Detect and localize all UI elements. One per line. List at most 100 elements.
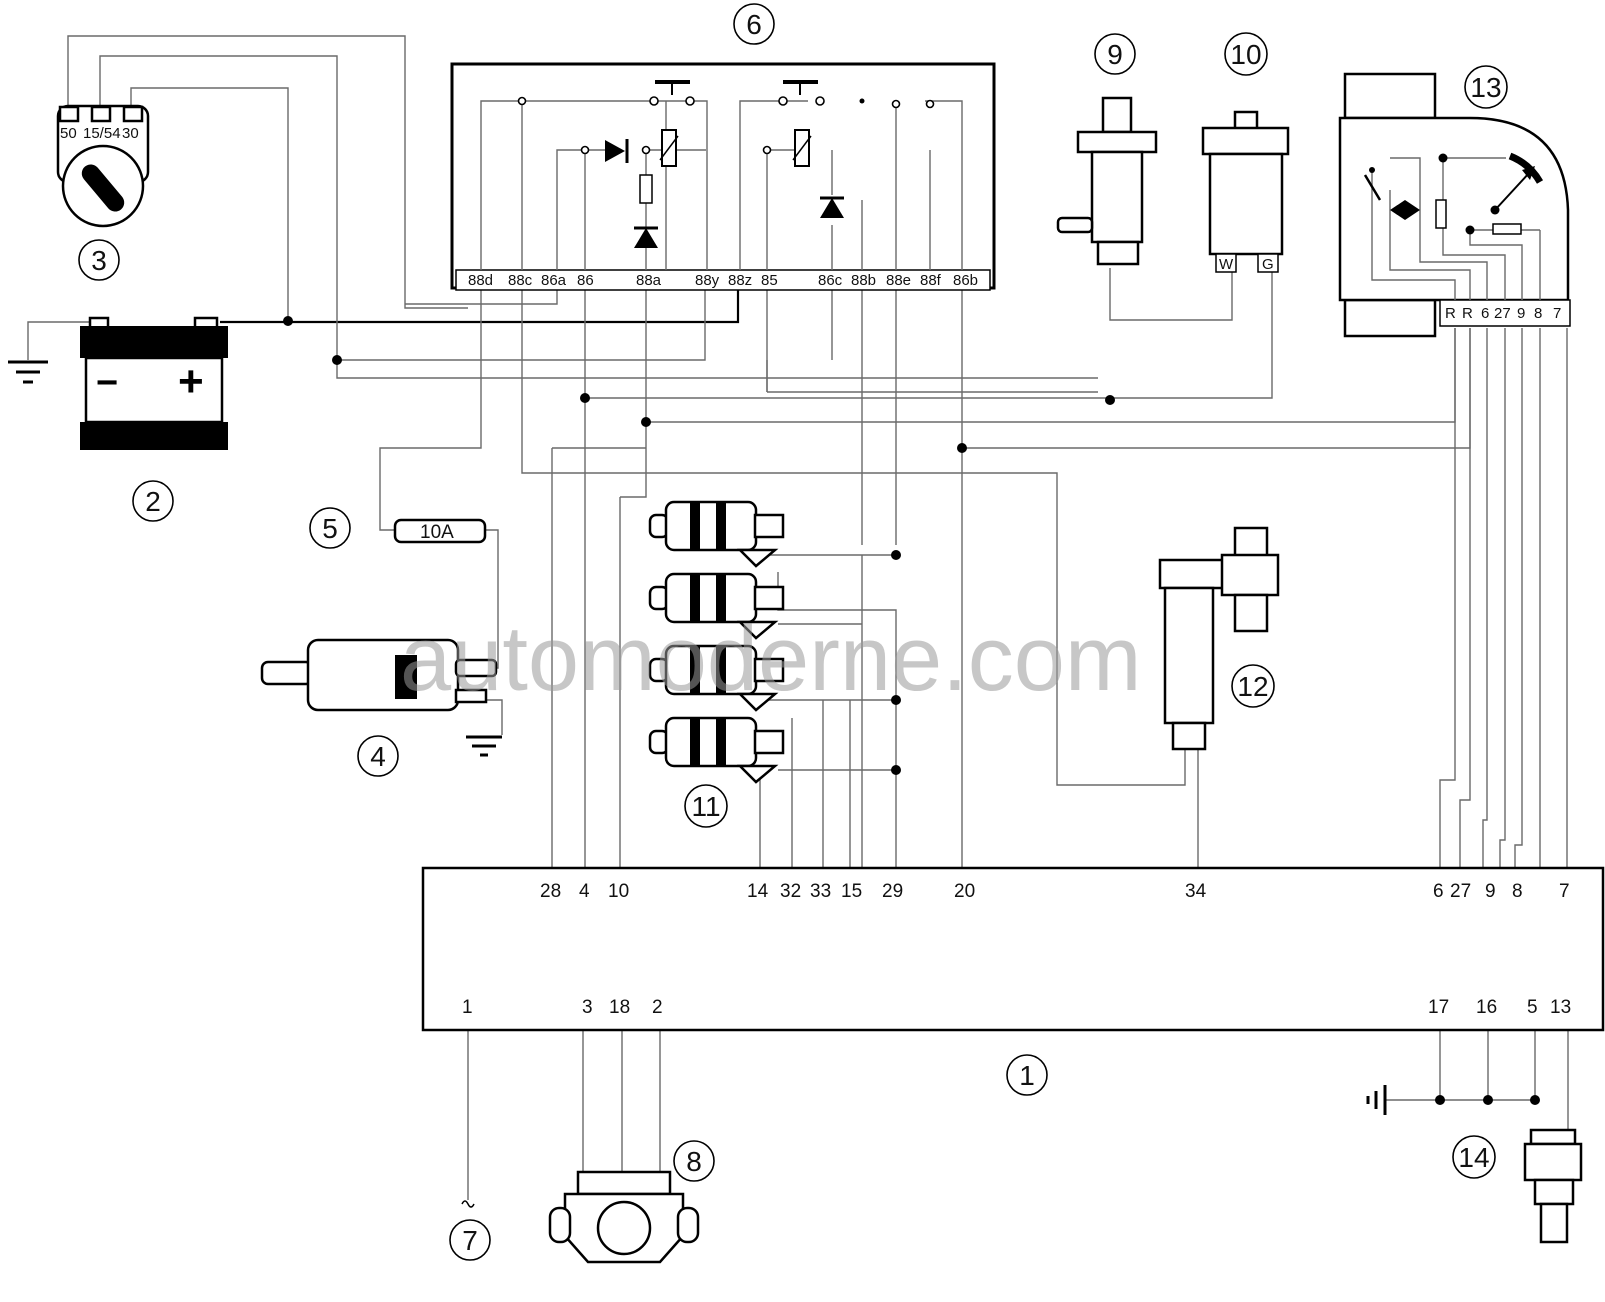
svg-text:5: 5 [322, 513, 338, 544]
callout-2: 2 [132, 480, 174, 522]
battery-plus: + [178, 357, 204, 406]
ecu-pin-29: 29 [882, 881, 903, 902]
ecu-pin-20: 20 [954, 881, 975, 902]
callouts: 1 2 3 4 5 6 7 8 9 10 11 12 13 14 [78, 3, 1508, 1261]
ecu-pin-10: 10 [608, 881, 629, 902]
callout-7: 7 [449, 1219, 491, 1261]
actuator-12 [1158, 526, 1280, 751]
ecu-pin-33: 33 [810, 881, 831, 902]
wires [27, 35, 1569, 1200]
coil-pin-w: W [1219, 256, 1234, 273]
injector-1 [648, 500, 785, 568]
ecu-pin-9: 9 [1485, 881, 1496, 902]
ecu-pin-32: 32 [780, 881, 801, 902]
relay-pin-88z: 88z [728, 272, 752, 289]
meter-pin-27: 27 [1494, 305, 1511, 322]
ecu-pin-3: 3 [582, 997, 593, 1018]
relay-pin-88d: 88d [468, 272, 493, 289]
callout-9: 9 [1094, 33, 1136, 75]
svg-text:4: 4 [370, 741, 386, 772]
callout-5: 5 [309, 507, 351, 549]
callout-8: 8 [673, 1140, 715, 1182]
ecu-pin-28: 28 [540, 881, 561, 902]
meter-pin-r1: R [1445, 305, 1456, 322]
meter-pin-9: 9 [1517, 305, 1525, 322]
ecu-pin-16: 16 [1476, 997, 1497, 1018]
fuse-rating: 10A [420, 522, 454, 543]
ecu-pin-5: 5 [1527, 997, 1538, 1018]
relay-pin-88e: 88e [886, 272, 911, 289]
air-flow-meter: R R 6 27 9 8 7 [1338, 72, 1571, 338]
svg-text:14: 14 [1458, 1142, 1489, 1173]
svg-text:13: 13 [1470, 72, 1501, 103]
ecu-pin-18: 18 [609, 997, 630, 1018]
meter-pin-8: 8 [1534, 305, 1542, 322]
svg-text:12: 12 [1237, 671, 1268, 702]
throttle-switch [548, 1170, 700, 1264]
ignition-coil: W G [1201, 110, 1290, 273]
relay-pin-86b: 86b [953, 272, 978, 289]
svg-text:1: 1 [1019, 1060, 1035, 1091]
callout-3: 3 [78, 239, 120, 281]
meter-pin-6: 6 [1481, 305, 1489, 322]
ecu-pin-17: 17 [1428, 997, 1449, 1018]
fuse: 10A [393, 518, 487, 544]
connector-7-end [461, 1200, 475, 1208]
ecu-pin-6: 6 [1433, 881, 1444, 902]
ecu-pin-8: 8 [1512, 881, 1523, 902]
relay-pin-86: 86 [577, 272, 594, 289]
relay-box: 88d 88c 86a 86 88a 88y 88z 85 86c 88b 88… [450, 62, 996, 291]
ign-pin-15-54: 15/54 [83, 125, 121, 142]
svg-text:9: 9 [1107, 39, 1123, 70]
callout-6: 6 [733, 3, 775, 45]
ground-symbol-battery [8, 360, 48, 384]
ecu-pin-34: 34 [1185, 881, 1207, 902]
relay-pin-86c: 86c [818, 272, 843, 289]
ecu-pin-4: 4 [579, 881, 590, 902]
injector-2 [648, 572, 785, 640]
ign-pin-30: 30 [122, 125, 139, 142]
ground-symbol-ecu [1366, 1085, 1387, 1115]
injector-3 [648, 644, 785, 712]
injector-4 [648, 716, 785, 784]
junction-dots [283, 316, 1540, 1105]
valve-9 [1056, 96, 1158, 266]
svg-text:2: 2 [145, 486, 161, 517]
relay-pin-88f: 88f [920, 272, 942, 289]
callout-4: 4 [357, 735, 399, 777]
ign-pin-50: 50 [60, 125, 77, 142]
svg-text:8: 8 [686, 1146, 702, 1177]
ecu-pin-7: 7 [1559, 881, 1570, 902]
svg-text:7: 7 [462, 1225, 478, 1256]
ignition-switch: 50 15/54 30 [56, 104, 150, 228]
callout-1: 1 [1006, 1054, 1048, 1096]
temp-sensor [1523, 1128, 1583, 1244]
relay-pin-88y: 88y [695, 272, 720, 289]
svg-text:10: 10 [1230, 39, 1261, 70]
watermark: automoderne.com [400, 608, 1142, 710]
ecu-pin-27: 27 [1450, 881, 1471, 902]
coil-pin-g: G [1262, 256, 1274, 273]
relay-pin-88a: 88a [636, 272, 662, 289]
relay-pin-85: 85 [761, 272, 778, 289]
relay-pin-88c: 88c [508, 272, 533, 289]
meter-pin-r2: R [1462, 305, 1473, 322]
fuel-pump [260, 638, 498, 712]
battery: − + [80, 316, 228, 450]
ecu-pin-13: 13 [1550, 997, 1571, 1018]
battery-minus: − [96, 362, 118, 404]
ecu-module: 28 4 10 14 32 33 15 29 20 34 6 27 9 8 7 … [421, 866, 1605, 1032]
ecu-pin-15: 15 [841, 881, 862, 902]
ground-symbol-pump [466, 735, 502, 757]
svg-text:3: 3 [91, 245, 107, 276]
relay-pin-88b: 88b [851, 272, 876, 289]
callout-10: 10 [1224, 32, 1268, 76]
ecu-pin-1: 1 [462, 997, 473, 1018]
svg-text:11: 11 [691, 791, 720, 822]
svg-text:6: 6 [746, 9, 762, 40]
ecu-pin-14: 14 [747, 881, 769, 902]
injectors [648, 500, 785, 784]
callout-11: 11 [684, 784, 728, 828]
relay-pin-86a: 86a [541, 272, 567, 289]
